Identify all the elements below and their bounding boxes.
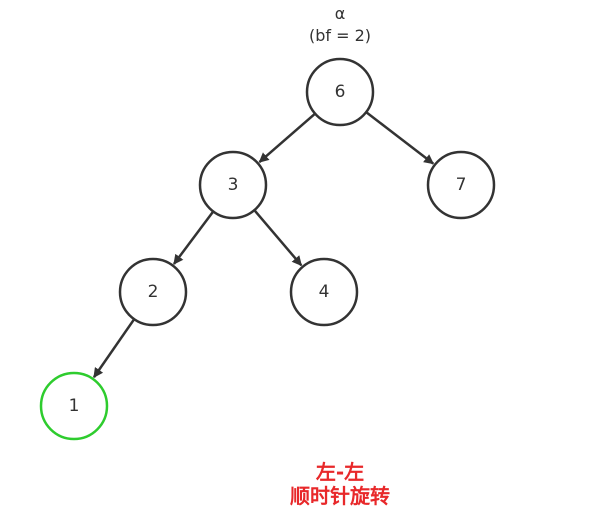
edge-n6-n7 [366,111,435,165]
edge-n3-n4 [254,210,303,267]
rotation-case-label: 左-左 [315,460,365,484]
edge-n6-n3 [258,113,316,163]
node-circle [198,150,268,220]
tree-nodes: 6 3 7 2 4 1 [39,57,496,441]
node-label: 2 [148,282,159,302]
tree-edges [92,111,435,379]
node-circle [118,257,188,327]
root-alpha-label: α [335,4,346,23]
node-circle [305,57,375,127]
node-circle [289,257,359,327]
node-label: 7 [456,175,467,195]
node-label: 6 [335,82,346,102]
tree-node-3: 3 [198,150,268,220]
edge-n2-n1 [92,319,135,379]
node-circle [426,150,496,220]
tree-node-1: 1 [39,371,109,441]
rotation-caption: 左-左 顺时针旋转 [240,460,440,508]
tree-node-6: 6 [305,57,375,127]
tree-node-2: 2 [118,257,188,327]
node-label: 3 [228,175,239,195]
node-label: 1 [69,396,80,416]
edge-n3-n2 [172,211,214,265]
root-balance-factor-label: (bf = 2) [309,26,371,45]
node-label: 4 [319,282,330,302]
inserted-node-circle [39,371,109,441]
tree-node-7: 7 [426,150,496,220]
rotation-direction-label: 顺时针旋转 [290,484,390,508]
tree-node-4: 4 [289,257,359,327]
